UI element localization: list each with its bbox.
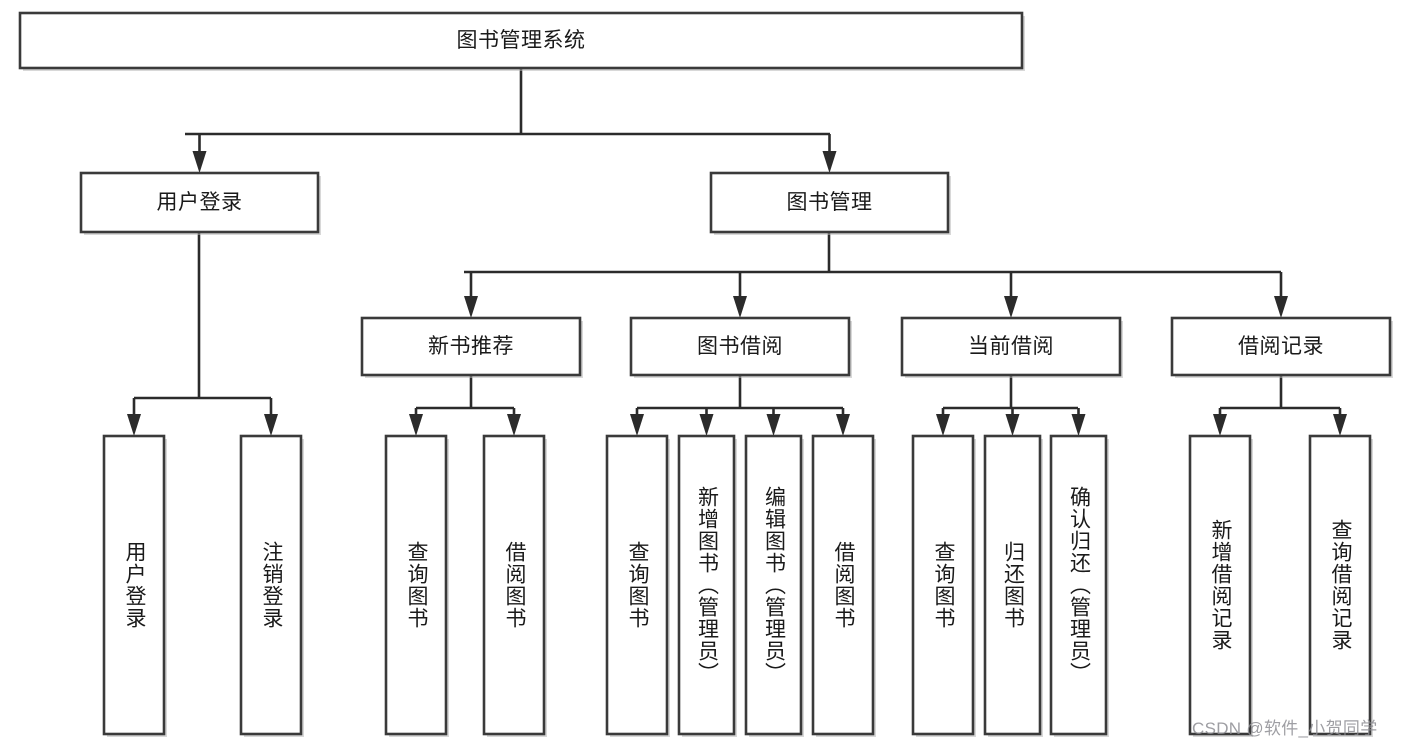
arrow-head-icon — [127, 414, 141, 436]
node-l_return_book — [983, 434, 1043, 737]
arrow-head-icon — [936, 414, 950, 436]
arrow-head-icon — [630, 414, 644, 436]
arrow-head-icon — [766, 414, 781, 436]
edge-n_book_borrow-to-l_query_book_b — [630, 408, 644, 436]
node-n_book_mgmt — [709, 171, 951, 235]
arrow-head-icon — [264, 414, 278, 436]
node-n_borrow_record — [1170, 316, 1393, 378]
node-box-l_confirm_return — [1049, 434, 1108, 736]
node-l_add_book — [677, 434, 737, 737]
connector-group-current-borrow-bus — [943, 375, 1078, 410]
connector-group-new-book-bus — [416, 375, 514, 410]
edge-n_book_mgmt-to-n_borrow_record — [1274, 272, 1288, 318]
arrow-head-icon — [1213, 414, 1227, 436]
connector-group-borrow-record-bus — [1220, 375, 1340, 410]
arrow-head-icon — [1004, 296, 1018, 318]
node-l_query_book_a — [384, 434, 449, 737]
node-box-l_user_login — [102, 434, 166, 736]
arrow-head-icon — [1333, 414, 1347, 436]
edge-n_user_login-to-l_user_login — [127, 398, 141, 436]
node-box-l_return_book — [983, 434, 1042, 736]
connector-group-root-bus — [185, 68, 830, 136]
node-box-l_add_book — [677, 434, 736, 736]
edge-n_book_mgmt-to-n_current_borrow — [1004, 272, 1018, 318]
arrow-head-icon — [507, 414, 521, 436]
edge-n_current_borrow-to-l_query_book_c — [936, 408, 950, 436]
node-box-n_book_mgmt — [709, 171, 950, 234]
node-box-l_borrow_book_b — [811, 434, 875, 736]
connector-group-user-login-bus — [134, 232, 271, 400]
node-box-n_borrow_record — [1170, 316, 1392, 377]
edge-n_borrow_record-to-l_add_record — [1213, 408, 1227, 436]
node-l_borrow_book_a — [482, 434, 547, 737]
node-box-l_borrow_book_a — [482, 434, 546, 736]
node-l_query_book_b — [605, 434, 670, 737]
node-l_borrow_book_b — [811, 434, 876, 737]
node-box-l_query_book_a — [384, 434, 448, 736]
edge-n_current_borrow-to-l_return_book — [1005, 408, 1020, 436]
node-box-root — [18, 11, 1024, 70]
node-box-n_new_book_rec — [360, 316, 582, 377]
arrow-head-icon — [836, 414, 850, 436]
node-box-l_query_record — [1308, 434, 1372, 736]
node-box-l_query_book_c — [911, 434, 975, 736]
edge-n_book_borrow-to-l_edit_book — [766, 408, 781, 436]
node-box-l_query_book_b — [605, 434, 669, 736]
edge-n_borrow_record-to-l_query_record — [1333, 408, 1347, 436]
arrow-head-icon — [1274, 296, 1288, 318]
node-box-n_book_borrow — [629, 316, 851, 377]
arrow-head-icon — [1071, 414, 1086, 436]
node-l_edit_book — [744, 434, 804, 737]
node-n_new_book_rec — [360, 316, 583, 378]
arrow-head-icon — [699, 414, 714, 436]
node-l_query_record — [1308, 434, 1373, 737]
arrow-head-icon — [192, 151, 207, 173]
node-l_confirm_return — [1049, 434, 1109, 737]
edge-n_new_book_rec-to-l_query_book_a — [409, 408, 423, 436]
edge-n_new_book_rec-to-l_borrow_book_a — [507, 408, 521, 436]
node-n_user_login — [79, 171, 321, 235]
edge-n_user_login-to-l_user_logout — [264, 398, 278, 436]
arrow-head-icon — [822, 151, 837, 173]
node-l_add_record — [1188, 434, 1253, 737]
connectors-layer — [127, 68, 1347, 436]
node-root — [18, 11, 1025, 71]
edge-n_book_mgmt-to-n_new_book_rec — [464, 272, 478, 318]
watermark-text: CSDN @软件_小贺同学 — [1192, 719, 1378, 738]
node-n_book_borrow — [629, 316, 852, 378]
node-box-l_add_record — [1188, 434, 1252, 736]
node-n_current_borrow — [900, 316, 1123, 378]
node-box-l_user_logout — [239, 434, 303, 736]
node-l_query_book_c — [911, 434, 976, 737]
node-l_user_logout — [239, 434, 304, 737]
node-box-n_user_login — [79, 171, 320, 234]
edge-n_book_borrow-to-l_borrow_book_b — [836, 408, 850, 436]
connector-group-book-mgmt-bus — [464, 232, 1281, 274]
edge-n_current_borrow-to-l_confirm_return — [1071, 408, 1086, 436]
connector-group-book-borrow-bus — [637, 375, 843, 410]
edge-root-to-n_user_login — [192, 134, 207, 173]
boxes-layer — [18, 11, 1393, 737]
node-l_user_login — [102, 434, 167, 737]
node-box-l_edit_book — [744, 434, 803, 736]
edge-root-to-n_book_mgmt — [822, 134, 837, 173]
edge-n_book_mgmt-to-n_book_borrow — [733, 272, 747, 318]
edge-n_book_borrow-to-l_add_book — [699, 408, 714, 436]
arrow-head-icon — [409, 414, 423, 436]
arrow-head-icon — [733, 296, 747, 318]
node-box-n_current_borrow — [900, 316, 1122, 377]
arrow-head-icon — [1005, 414, 1020, 436]
arrow-head-icon — [464, 296, 478, 318]
